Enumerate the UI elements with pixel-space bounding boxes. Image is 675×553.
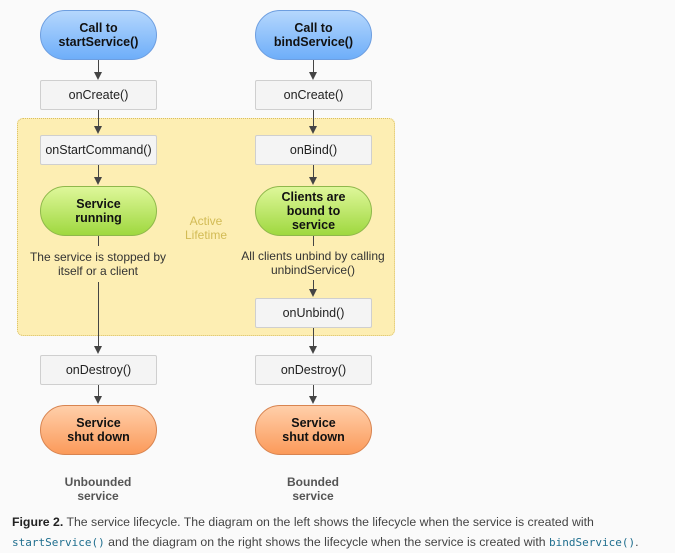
on-start-command-node: onStartCommand() <box>40 135 157 165</box>
arrow-head <box>309 289 317 297</box>
arrow-head <box>94 72 102 80</box>
arrow-head <box>94 177 102 185</box>
arrow <box>313 110 314 128</box>
on-unbind-node: onUnbind() <box>255 298 372 328</box>
figure-caption: Figure 2. The service lifecycle. The dia… <box>12 512 672 553</box>
left-stop-note: The service is stopped by itself or a cl… <box>29 250 167 278</box>
service-shutdown-node: Service shut down <box>255 405 372 455</box>
clients-bound-node: Clients are bound to service <box>255 186 372 236</box>
connector <box>313 236 314 246</box>
start-service-code: startService() <box>12 536 105 549</box>
arrow-head <box>309 177 317 185</box>
right-unbind-note: All clients unbind by calling unbindServ… <box>241 249 385 277</box>
on-create-node: onCreate() <box>40 80 157 110</box>
on-create-node: onCreate() <box>255 80 372 110</box>
arrow-head <box>309 72 317 80</box>
arrow-head <box>309 126 317 134</box>
arrow <box>313 385 314 398</box>
arrow <box>98 110 99 128</box>
active-lifetime-label: Active Lifetime <box>184 214 228 242</box>
bounded-service-label: Bounded service <box>287 475 339 503</box>
arrow <box>313 328 314 348</box>
arrow-head <box>309 346 317 354</box>
arrow <box>98 385 99 398</box>
caption-text: . <box>635 535 639 549</box>
arrow <box>313 60 314 74</box>
arrow-head <box>94 396 102 404</box>
arrow-head <box>94 346 102 354</box>
unbounded-service-label: Unbounded service <box>64 475 132 503</box>
connector <box>98 236 99 246</box>
on-bind-node: onBind() <box>255 135 372 165</box>
arrow-head <box>309 396 317 404</box>
figure-number: Figure 2. <box>12 515 64 529</box>
arrow <box>313 280 314 291</box>
service-running-node: Service running <box>40 186 157 236</box>
bind-service-node: Call to bindService() <box>255 10 372 60</box>
on-destroy-node: onDestroy() <box>255 355 372 385</box>
arrow <box>98 282 99 348</box>
arrow-head <box>94 126 102 134</box>
start-service-node: Call to startService() <box>40 10 157 60</box>
service-shutdown-node: Service shut down <box>40 405 157 455</box>
arrow <box>98 165 99 179</box>
caption-text: The service lifecycle. The diagram on th… <box>63 515 594 529</box>
bind-service-code: bindService() <box>549 536 636 549</box>
arrow <box>98 60 99 74</box>
arrow <box>313 165 314 179</box>
caption-text: and the diagram on the right shows the l… <box>104 535 550 549</box>
on-destroy-node: onDestroy() <box>40 355 157 385</box>
